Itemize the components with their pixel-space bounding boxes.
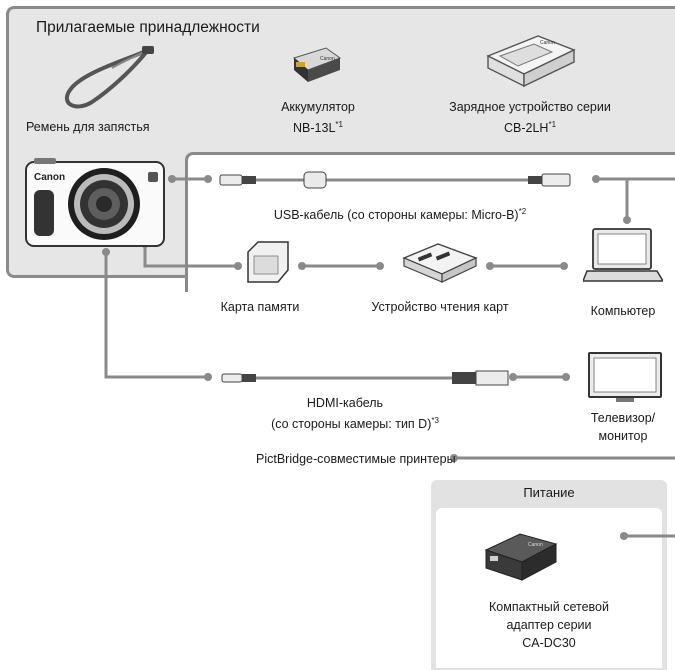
card-reader-image <box>402 243 478 283</box>
adapter-label-line2: адаптер серии <box>506 618 592 632</box>
wrist-strap-label: Ремень для запястья <box>26 120 150 134</box>
adapter-label-line3: CA-DC30 <box>522 636 576 650</box>
printer-label: PictBridge-совместимые принтеры <box>256 452 456 466</box>
charger-brand: Canon <box>540 40 555 46</box>
footnote-1-marker-2: *1 <box>548 120 557 129</box>
tv-label-line1: Телевизор/ <box>590 411 656 425</box>
hdmi-cable-sub: (со стороны камеры: тип D) <box>271 417 432 432</box>
camera-image: Canon <box>25 158 165 247</box>
tv-image <box>588 352 662 402</box>
memory-card-image <box>247 241 289 283</box>
power-heading: Питание <box>523 485 575 500</box>
charger-model-line: CB-2LH*1 <box>430 117 630 136</box>
battery-model-line: NB-13L*1 <box>268 117 368 136</box>
computer-label: Компьютер <box>590 304 656 318</box>
battery-image: Canon <box>292 47 342 82</box>
accessories-title: Прилагаемые принадлежности <box>36 19 260 36</box>
memory-card-label: Карта памяти <box>220 300 300 314</box>
hdmi-cable-image <box>221 370 509 386</box>
battery-label: Аккумулятор <box>281 100 355 114</box>
footnote-3-marker: *3 <box>431 416 439 425</box>
wrist-strap-image <box>64 46 154 109</box>
usb-cable-label: USB-кабель (со стороны камеры: Micro-B) <box>273 208 519 223</box>
camera-brand: Canon <box>34 172 65 183</box>
charger-model: CB-2LH <box>503 121 549 136</box>
hdmi-cable-label: HDMI-кабель <box>306 396 384 410</box>
hdmi-cable-sub-line: (со стороны камеры: тип D)*3 <box>230 413 480 432</box>
footnote-1-marker: *1 <box>335 120 343 129</box>
battery-charger-image: Canon <box>486 35 576 88</box>
computer-image <box>583 228 663 282</box>
usb-cable-image <box>219 171 571 189</box>
adapter-brand: Canon <box>528 542 543 548</box>
footnote-2-marker: *2 <box>518 207 527 216</box>
charger-label: Зарядное устройство серии <box>449 100 611 114</box>
card-reader-label: Устройство чтения карт <box>371 300 509 314</box>
adapter-label-line1: Компактный сетевой <box>489 600 609 614</box>
usb-cable-label-line: USB-кабель (со стороны камеры: Micro-B)*… <box>240 204 560 223</box>
ac-adapter-image: Canon <box>484 533 558 581</box>
battery-model: NB-13L <box>293 121 336 136</box>
battery-brand: Canon <box>320 56 335 62</box>
tv-label-line2: монитор <box>598 429 648 443</box>
